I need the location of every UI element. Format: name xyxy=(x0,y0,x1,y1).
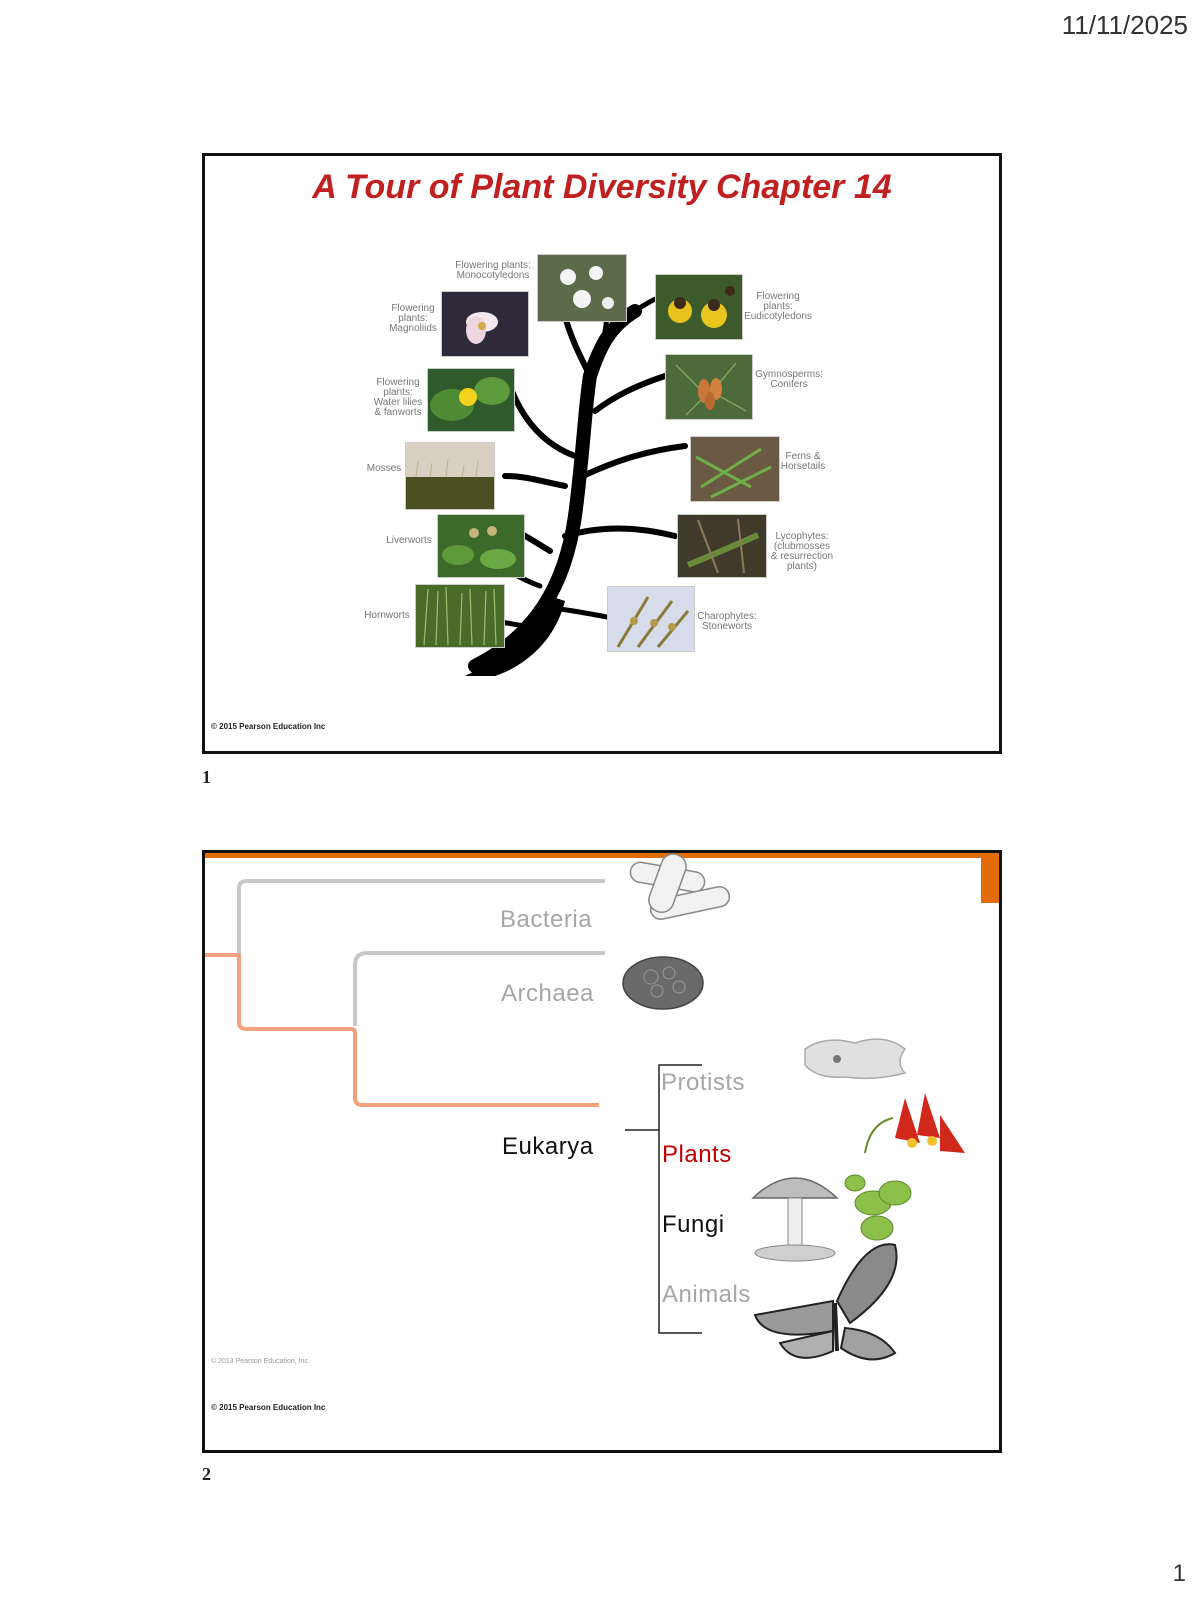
hornwort-photo xyxy=(415,584,505,648)
page-date: 11/11/2025 xyxy=(1061,10,1188,40)
label-ferns: Ferns &Horsetails xyxy=(775,452,831,472)
label-protists: Protists xyxy=(661,1069,746,1096)
archaea-illustration xyxy=(622,956,704,1010)
label-eukarya: Eukarya xyxy=(502,1133,594,1160)
label-line: Ferns & xyxy=(785,451,821,462)
label-line: Water lilies xyxy=(373,397,423,408)
plant-phylogeny-tree xyxy=(465,288,688,676)
slide-number: 1 xyxy=(202,767,211,787)
label-line: Flowering plants: xyxy=(455,260,531,271)
label-gymnosperms: Gymnosperms:Conifers xyxy=(751,370,827,390)
page-number: 1 xyxy=(1172,1560,1186,1587)
label-line: Monocotyledons xyxy=(456,270,530,281)
label-plants: Plants xyxy=(662,1141,732,1168)
label-bacteria: Bacteria xyxy=(500,906,593,933)
label-line: plants: xyxy=(763,301,793,312)
label-fungi: Fungi xyxy=(662,1211,725,1238)
accent-tab xyxy=(981,858,999,903)
label-line: plants: xyxy=(398,313,428,324)
label-line: Mosses xyxy=(366,463,402,474)
label-line: & fanworts xyxy=(374,407,422,418)
label-line: Hornworts xyxy=(364,610,410,621)
label-line: Magnoliids xyxy=(389,323,437,334)
fern-photo xyxy=(690,436,780,502)
label-line: (clubmosses xyxy=(773,541,831,552)
bacteria-illustration xyxy=(629,853,731,920)
label-liverworts: Liverworts xyxy=(381,536,437,546)
label-charophytes: Charophytes:Stoneworts xyxy=(691,612,763,632)
image-copyright-text: © 2013 Pearson Education, Inc. xyxy=(211,1358,310,1365)
label-line: Flowering xyxy=(391,303,435,314)
label-hornworts: Hornworts xyxy=(359,611,415,621)
water-lily-photo xyxy=(427,368,515,432)
moss-photo xyxy=(405,442,495,510)
label-line: Conifers xyxy=(770,379,808,390)
label-line: Charophytes: xyxy=(697,611,757,622)
label-monocots: Flowering plants:Monocotyledons xyxy=(451,261,535,281)
liverwort-photo xyxy=(437,514,525,578)
magnoliid-photo xyxy=(441,291,529,357)
label-animals: Animals xyxy=(662,1281,751,1308)
conifer-photo xyxy=(665,354,753,420)
copyright-text: © 2015 Pearson Education Inc xyxy=(211,722,326,731)
protist-illustration xyxy=(804,1038,907,1080)
charophyte-photo xyxy=(607,586,695,652)
label-line: Flowering xyxy=(376,377,420,388)
eudicot-photo xyxy=(655,274,743,340)
slide-1: A Tour of Plant Diversity Chapter 14 xyxy=(202,153,1002,754)
label-line: Flowering xyxy=(756,291,800,302)
label-line: Stoneworts xyxy=(701,621,753,632)
monocot-photo xyxy=(537,254,627,322)
label-line: Liverworts xyxy=(386,535,432,546)
lycophyte-photo xyxy=(677,514,767,578)
label-mosses: Mosses xyxy=(363,464,405,474)
fungus-illustration xyxy=(751,1177,839,1262)
label-line: plants: xyxy=(383,387,413,398)
label-line: Lycophytes: xyxy=(775,531,829,542)
domain-tree-diagram xyxy=(205,853,965,1361)
slide-2: Bacteria Archaea Eukarya Protists Plants… xyxy=(202,850,1002,1453)
label-archaea: Archaea xyxy=(501,980,594,1007)
accent-top-line xyxy=(205,853,999,858)
label-line: plants) xyxy=(786,561,817,572)
butterfly-illustration xyxy=(753,1243,898,1361)
copyright-text: © 2015 Pearson Education Inc xyxy=(211,1403,326,1412)
slide-title: A Tour of Plant Diversity Chapter 14 xyxy=(312,168,892,206)
plant-illustration xyxy=(844,1093,965,1241)
slide-number: 2 xyxy=(202,1464,211,1484)
label-line: & resurrection xyxy=(770,551,834,562)
label-line: Horsetails xyxy=(780,461,826,472)
label-line: Eudicotyledons xyxy=(744,311,812,322)
label-line: Gymnosperms: xyxy=(755,369,823,380)
